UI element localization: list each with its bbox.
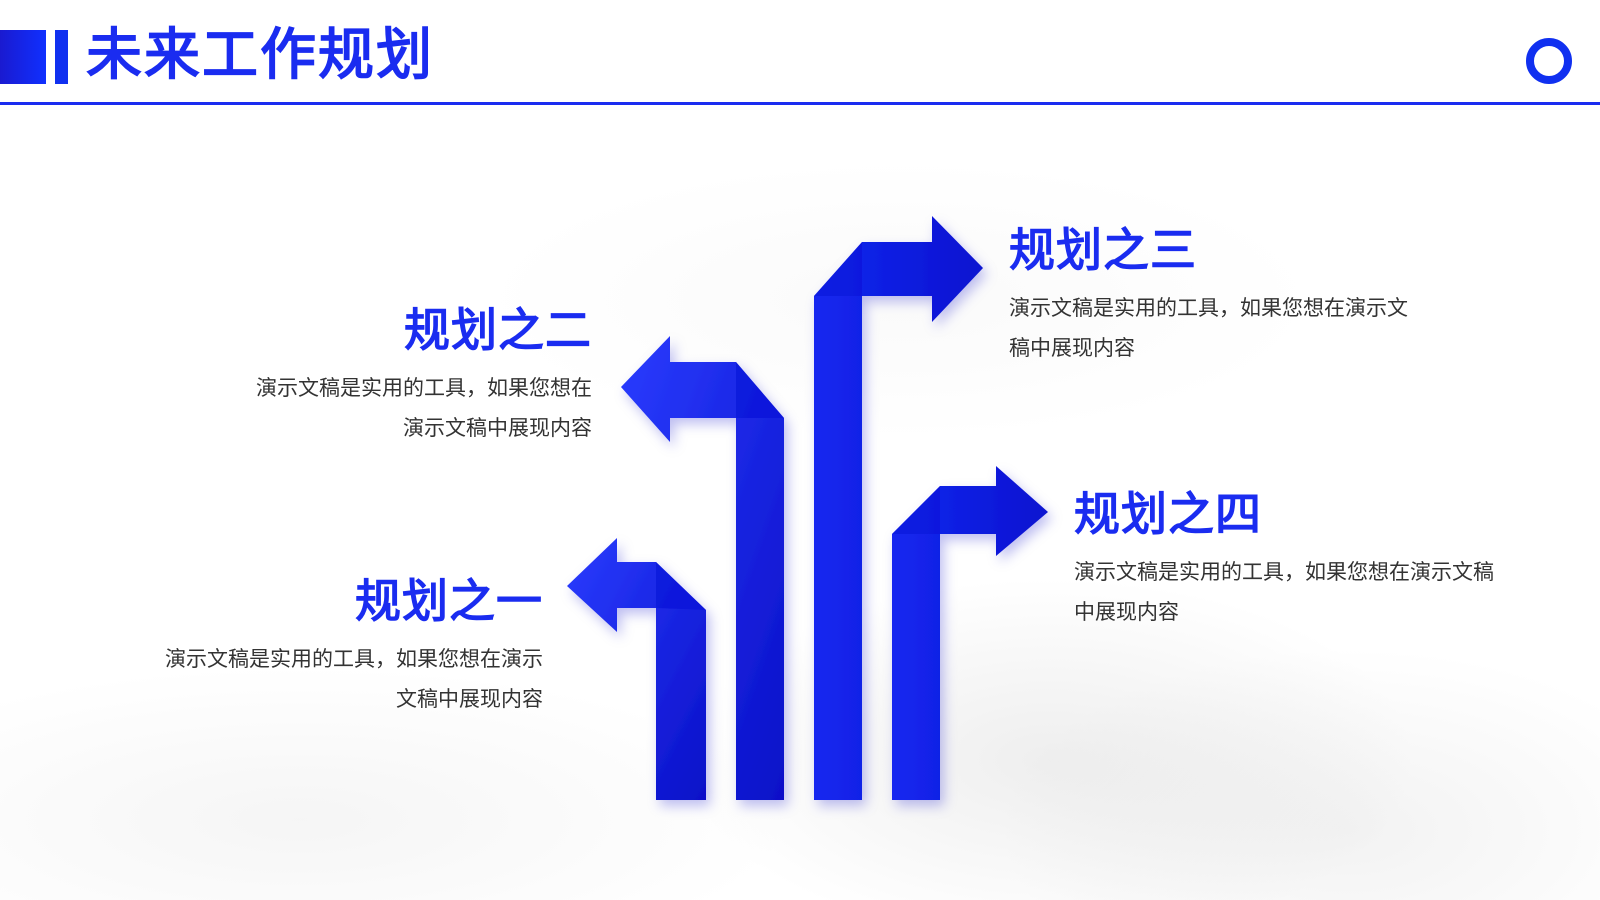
plan-title: 规划之四 xyxy=(1074,487,1262,541)
header-divider xyxy=(0,102,1600,105)
plan-title: 规划之二 xyxy=(404,303,592,357)
plan-card-2: 规划之二 演示文稿是实用的工具，如果您想在演示文稿中展现内容 xyxy=(240,302,592,448)
plan-description: 演示文稿是实用的工具，如果您想在演示文稿中展现内容 xyxy=(256,376,592,440)
arrow-left-icon xyxy=(567,538,706,800)
arrow-right-icon xyxy=(892,466,1048,800)
plan-card-1: 规划之一 演示文稿是实用的工具，如果您想在演示文稿中展现内容 xyxy=(165,573,543,719)
arrow-right-icon xyxy=(814,216,983,800)
plan-title: 规划之一 xyxy=(355,574,543,628)
arrow-left-icon xyxy=(621,336,784,800)
plan-description: 演示文稿是实用的工具，如果您想在演示文稿中展现内容 xyxy=(165,647,543,711)
title-accent-block xyxy=(0,30,46,84)
plan-description: 演示文稿是实用的工具，如果您想在演示文稿中展现内容 xyxy=(1009,296,1408,360)
plan-card-4: 规划之四 演示文稿是实用的工具，如果您想在演示文稿中展现内容 xyxy=(1074,486,1494,632)
page-title: 未来工作规划 xyxy=(86,23,434,88)
plan-card-3: 规划之三 演示文稿是实用的工具，如果您想在演示文稿中展现内容 xyxy=(1009,222,1409,368)
plan-title: 规划之三 xyxy=(1009,223,1197,277)
plan-description: 演示文稿是实用的工具，如果您想在演示文稿中展现内容 xyxy=(1074,560,1494,624)
title-accent-bar xyxy=(55,30,68,84)
ring-icon xyxy=(1526,38,1572,84)
